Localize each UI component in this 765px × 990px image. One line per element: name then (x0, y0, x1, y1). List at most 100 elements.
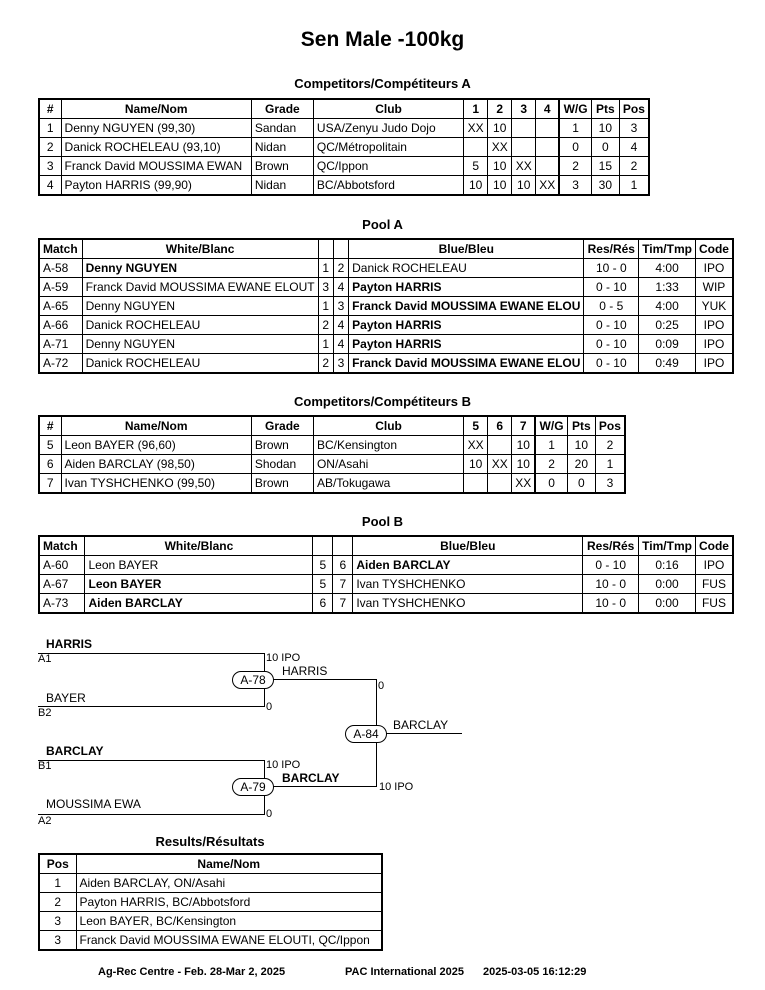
score-cell: 10 (487, 118, 513, 138)
result-code: IPO (694, 555, 734, 575)
score-cell (463, 473, 489, 494)
score-cell (463, 137, 489, 157)
score-cell: 10 (511, 435, 536, 455)
competitor-club: USA/Zenyu Judo Dojo (312, 118, 465, 138)
competitor-number: 7 (38, 473, 62, 494)
blue-number: 3 (332, 296, 350, 316)
score-cell: XX (487, 454, 513, 474)
match-result: 0 - 10 (583, 334, 640, 354)
sf2-top-seed: B1 (38, 760, 52, 772)
match-time: 0:49 (638, 353, 696, 374)
final-name: Payton HARRIS, BC/Abbotsford (75, 892, 383, 912)
score-cell: 10 (487, 175, 513, 196)
footer-venue: Ag-Rec Centre - Feb. 28-Mar 2, 2025 (98, 966, 286, 978)
points-cell: 30 (590, 175, 620, 196)
match-result: 10 - 0 (583, 258, 640, 278)
position-cell: 2 (618, 156, 650, 176)
match-time: 4:00 (638, 296, 696, 316)
match-id: A-65 (38, 296, 83, 316)
sf1-top-score: 10 IPO (266, 652, 301, 664)
wins-cell: 0 (534, 473, 568, 494)
wins-cell: 1 (534, 435, 568, 455)
white-number: 2 (317, 315, 334, 335)
score-cell (511, 118, 537, 138)
sf1-final-score: 0 (378, 680, 385, 692)
blue-competitor: Ivan TYSHCHENKO (352, 574, 584, 594)
match-id: A-71 (38, 334, 83, 354)
competitor-name: Franck David MOUSSIMA EWAN (60, 156, 252, 176)
competitor-number: 2 (38, 137, 62, 157)
score-cell (487, 473, 513, 494)
col-1: 1 (463, 98, 489, 119)
competitor-name: Aiden BARCLAY (98,50) (60, 454, 252, 474)
sf1-top-seed: A1 (38, 653, 52, 665)
match-result: 10 - 0 (582, 574, 640, 594)
col-grade: Grade (250, 98, 314, 119)
white-number: 6 (312, 593, 334, 614)
competitor-number: 5 (38, 435, 62, 455)
score-cell: XX (511, 473, 536, 494)
points-cell: 0 (590, 137, 620, 157)
col-pos: Pos (618, 98, 650, 119)
col-code: Code (694, 238, 734, 259)
sf2-bot-name: MOUSSIMA EWA (46, 797, 141, 811)
score-cell: 10 (511, 454, 536, 474)
match-id: A-73 (38, 593, 86, 614)
sf2-bot-seed: A2 (38, 815, 52, 827)
match-result: 0 - 5 (583, 296, 640, 316)
white-competitor: Denny NGUYEN (81, 296, 319, 316)
col-blue: Blue/Bleu (348, 238, 585, 259)
wins-cell: 3 (558, 175, 592, 196)
col-white: White/Blanc (84, 535, 314, 556)
final-position: 1 (38, 873, 77, 893)
pool-a-table: Match White/Blanc Blue/Bleu Res/Rés Tim/… (38, 238, 734, 374)
blue-number: 7 (332, 593, 354, 614)
competitor-name: Ivan TYSHCHENKO (99,50) (60, 473, 252, 494)
footer-event: PAC International 2025 (345, 966, 464, 978)
blue-number: 4 (332, 277, 350, 297)
score-cell: 5 (463, 156, 489, 176)
white-number: 1 (317, 334, 334, 354)
score-cell: XX (487, 137, 513, 157)
sf2-bot-line (38, 814, 264, 815)
score-cell (487, 435, 513, 455)
blue-competitor: Danick ROCHELEAU (348, 258, 585, 278)
blue-number: 7 (332, 574, 354, 594)
sf1-top-name: HARRIS (46, 637, 93, 651)
competitors-a-table: # Name/Nom Grade Club 1 2 3 4 W/G Pts Po… (38, 98, 650, 196)
result-code: IPO (694, 334, 734, 354)
score-cell: XX (535, 175, 560, 196)
position-cell: 1 (594, 454, 626, 474)
result-code: WIP (694, 277, 734, 297)
competitor-grade: Nidan (250, 175, 314, 196)
final-name: Aiden BARCLAY, ON/Asahi (75, 873, 383, 893)
points-cell: 0 (566, 473, 596, 494)
competitor-club: BC/Kensington (312, 435, 465, 455)
score-cell (535, 118, 560, 138)
white-number: 1 (317, 296, 334, 316)
wins-cell: 0 (558, 137, 592, 157)
col-4: 4 (535, 98, 560, 119)
score-cell (535, 137, 560, 157)
white-number: 2 (317, 353, 334, 374)
match-id: A-60 (38, 555, 86, 575)
match-time: 0:00 (638, 593, 696, 614)
points-cell: 10 (566, 435, 596, 455)
competitor-number: 6 (38, 454, 62, 474)
sf1-winner-name: HARRIS (282, 664, 328, 678)
col-club: Club (312, 415, 465, 436)
white-competitor: Leon BAYER (84, 555, 314, 575)
final-match-label: A-84 (345, 725, 387, 743)
match-time: 0:00 (638, 574, 696, 594)
col-pts: Pts (590, 98, 620, 119)
